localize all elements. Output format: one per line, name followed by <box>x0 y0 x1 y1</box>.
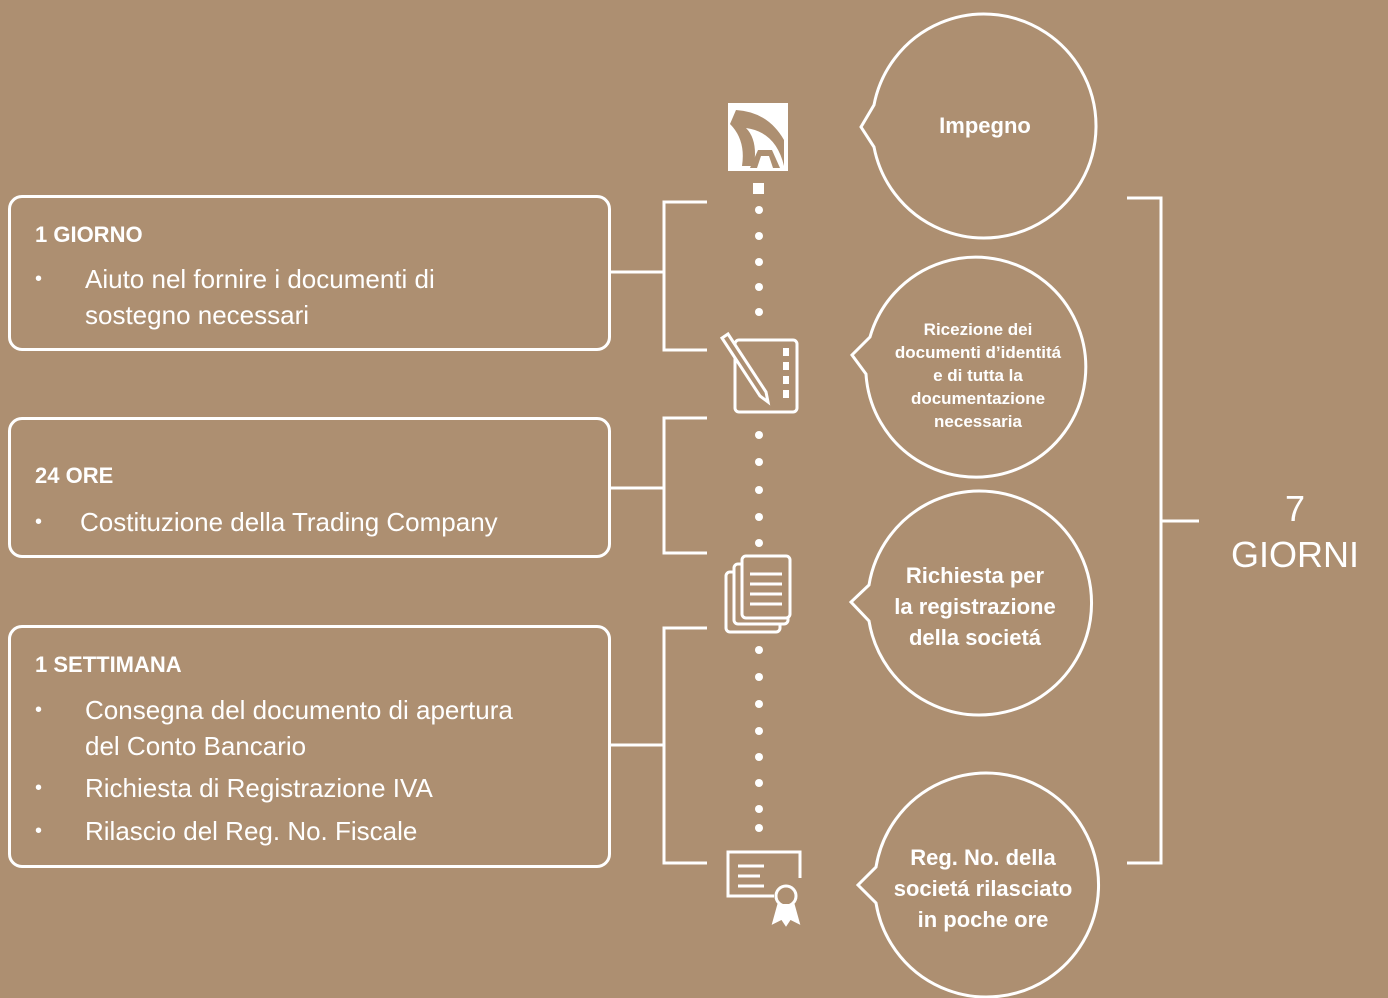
bullet-dot: • <box>35 777 43 799</box>
stage-box-1 <box>8 195 611 351</box>
stage-box-3 <box>8 625 611 868</box>
signing-document-icon <box>719 331 799 414</box>
stage-3-item-1-text: Consegna del documento di apertura <box>85 695 513 725</box>
total-days-unit: GIORNI <box>1230 534 1359 575</box>
bubble-3-line-2: la registrazione <box>894 594 1056 619</box>
bubble-2-line-3: e di tutta la <box>933 366 1023 385</box>
bubble-3-line-3: della societá <box>908 625 1042 650</box>
total-days-number: 7 <box>1284 488 1306 529</box>
stage-title-2: 24 ORE <box>35 463 114 488</box>
stage-1-item-1-cont-text: sostegno necessari <box>85 300 310 330</box>
bubble-1-text: Impegno <box>890 111 1080 141</box>
bubble-2-text: Ricezione dei documenti d’identitá e di … <box>863 318 1093 433</box>
bubble-1-line-1: Impegno <box>939 113 1031 138</box>
certificate-icon <box>726 850 802 927</box>
bubble-4-text: Reg. No. della societá rilasciato in poc… <box>870 842 1096 935</box>
bullet-dot: • <box>35 820 43 842</box>
bubble-3-line-1: Richiesta per <box>905 563 1045 588</box>
bubble-4-line-1: Reg. No. della <box>910 845 1056 870</box>
bubble-outline-1 <box>859 12 1098 240</box>
stage-title-3: 1 SETTIMANA <box>35 652 182 677</box>
stage-1-item-1-text: Aiuto nel fornire i documenti di <box>85 264 435 294</box>
bubble-2-line-4: documentazione <box>910 389 1046 408</box>
timeline-dots <box>753 183 764 832</box>
bubble-4-line-2: societá rilasciato <box>893 876 1073 901</box>
logo-icon <box>728 103 788 171</box>
stage-title-1: 1 GIORNO <box>35 222 143 247</box>
bubble-outline-4 <box>855 771 1101 998</box>
bubble-2-line-5: necessaria <box>934 412 1022 431</box>
total-bracket <box>1127 196 1199 865</box>
bubble-4-line-3: in poche ore <box>917 907 1049 932</box>
bracket-3 <box>611 626 707 865</box>
bullet-dot: • <box>35 511 43 533</box>
total-days: 7 GIORNI <box>1200 486 1388 578</box>
stage-3-item-3-text: Rilascio del Reg. No. Fiscale <box>85 816 418 846</box>
bullet-dot: • <box>35 699 43 721</box>
stage-2-item-1-text: Costituzione della Trading Company <box>80 507 498 537</box>
documents-stack-icon <box>724 554 792 634</box>
stage-3-item-2-text: Richiesta di Registrazione IVA <box>85 773 433 803</box>
bubble-outline-2 <box>850 255 1088 479</box>
bubble-2-line-2: documenti d’identitá <box>894 343 1062 362</box>
bracket-2 <box>611 416 707 555</box>
stage-3-item-1-cont-text: del Conto Bancario <box>85 731 307 761</box>
stage-box-2 <box>8 417 611 558</box>
bubble-2-line-1: Ricezione dei <box>923 320 1033 339</box>
bubble-outline-3 <box>848 489 1094 717</box>
bubble-3-text: Richiesta per la registrazione della soc… <box>866 560 1084 653</box>
bullet-dot: • <box>35 268 43 290</box>
bracket-1 <box>611 200 707 352</box>
